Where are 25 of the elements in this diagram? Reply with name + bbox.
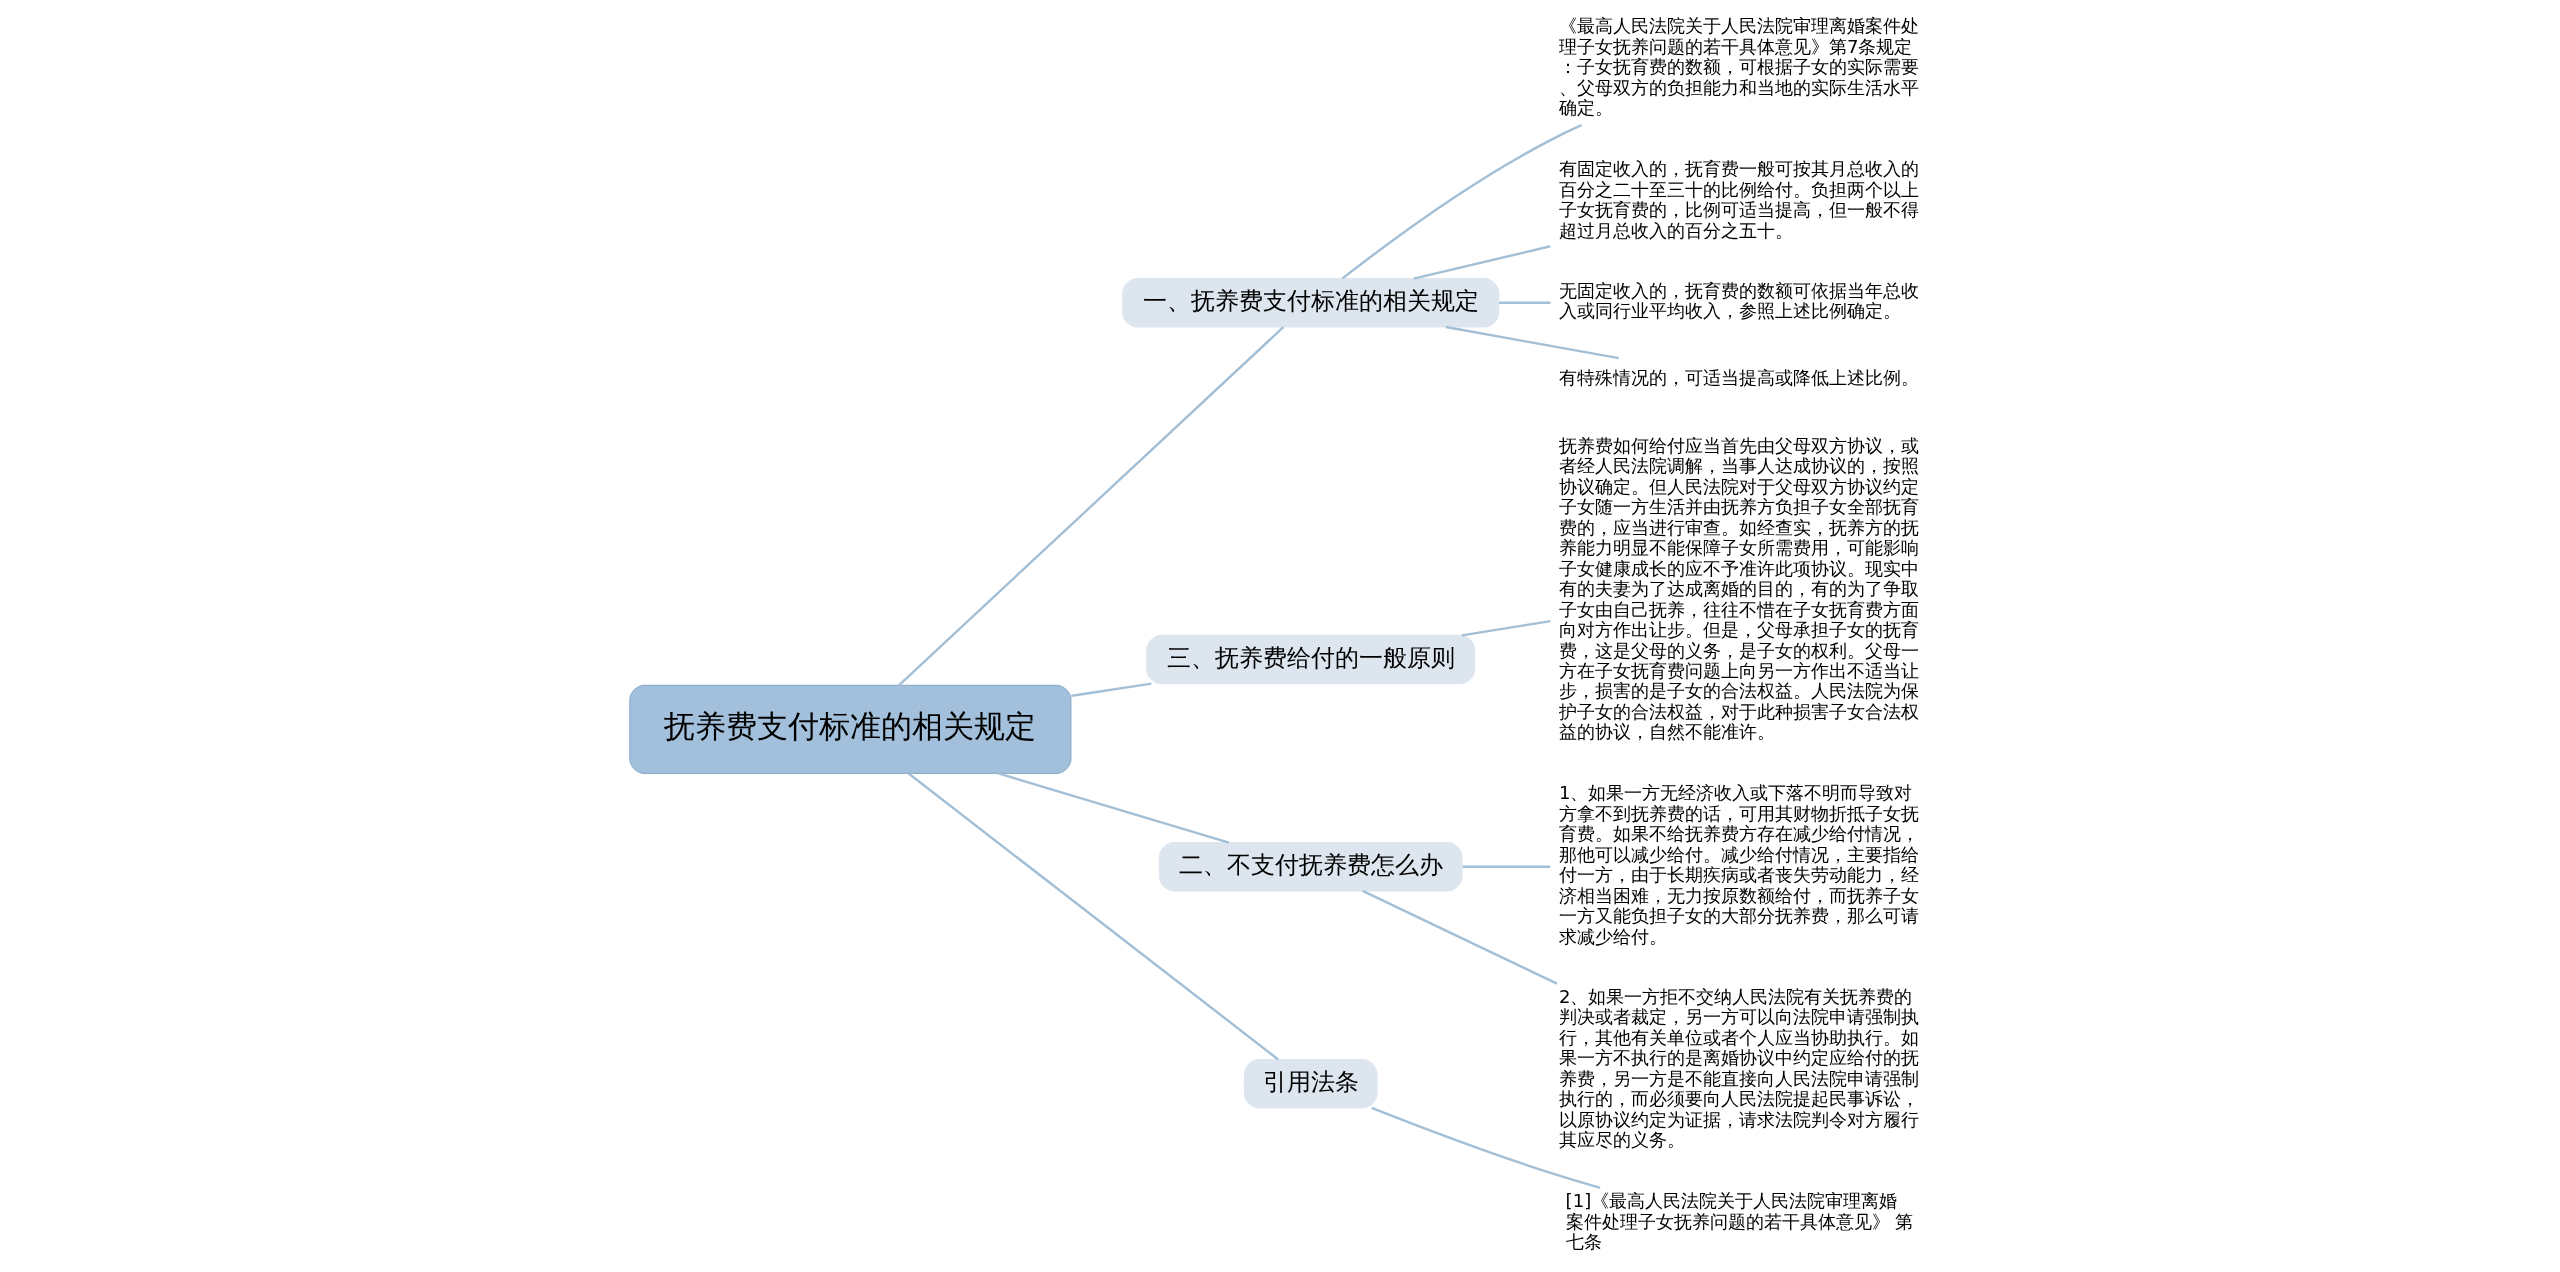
connector [998,772,1230,844]
connector [1461,619,1551,637]
connector [907,772,1279,1061]
node-box: 三、抚养费给付的一般原则 [1146,634,1476,685]
connector [1362,889,1558,985]
node-box: 抚养费支付标准的相关规定 [629,684,1072,774]
node-box: 二、不支付抚养费怎么办 [1158,842,1463,892]
node-text: 有特殊情况的，可适当提高或降低上述比例。 [1558,367,1919,389]
connector [898,326,1285,687]
connector [1413,245,1551,280]
connector [1371,1106,1601,1189]
node-text: 抚养费如何给付应当首先由父母双方协议，或者经人民法院调解，当事人达成协议的，按照协议确定。但人民法院对于父母双方协议约定子女随一方生活并由抚养方负担子女全部抚育费的，应当进行审查。如经查实，抚养方的抚养能力明显不能保障子女所需费用，可能影响子女健康成长的应不予准许此项协议。现实中有的夫妻为了达成离婚的目的，有的为了争取子女由自己抚养，往往不惜在子女抚育费方面向对方作出让步。但是，父母承担子女的抚育费，这是父母的义务，是子女的权利。父母一方在子女抚育费问题上向另一方作出不适当让步，损害的是子女的合法权益。人民法院为保护子女的合法权益，对于此种损害子女合法权益的协议，自然不能准许。 [1558,434,1919,743]
connector [1071,682,1152,698]
node-text: 无固定收入的，抚育费的数额可依据当年总收入或同行业平均收入，参照上述比例确定。 [1558,279,1919,322]
connector [1462,865,1551,868]
node-text: 1、如果一方无经济收入或下落不明而导致对方拿不到抚养费的话，可用其财物折抵子女抚育费。如果不给抚养费方存在减少给付情况，那他可以减少给付。减少给付情况，主要指给付一方，由于长期疾病或者丧失劳动能力，经济相当困难，无力按原数额给付，而抚养子女一方又能负担子女的大部分抚养费，那么可请求减少给付。 [1558,782,1919,947]
connector [1499,301,1551,304]
node-box: 一、抚养费支付标准的相关规定 [1122,278,1500,328]
node-text: [1]《最高人民法院关于人民法院审理离婚案件处理子女抚养问题的若干具体意见》 第七条 [1565,1190,1914,1253]
node-box: 引用法条 [1243,1059,1378,1109]
connector [1445,325,1619,360]
node-text: 《最高人民法院关于人民法院审理离婚案件处理子女抚养问题的若干具体意见》第7条规定：子女抚育费的数额，可根据子女的实际需要、父母双方的负担能力和当地的实际生活水平确定。 [1558,15,1919,119]
node-text: 有固定收入的，抚育费一般可按其月总收入的百分之二十至三十的比例给付。负担两个以上子女抚育费的，比例可适当提高，但一般不得超过月总收入的百分之五十。 [1558,158,1919,241]
node-text: 2、如果一方拒不交纳人民法院有关抚养费的判决或者裁定，另一方可以向法院申请强制执行，其他有关单位或者个人应当协助执行。如果一方不执行的是离婚协议中约定应给付的抚养费，另一方是不能直接向人民法院申请强制执行的，而必须要向人民法院提起民事诉讼，以原协议约定为证据，请求法院判令对方履行其应尽的义务。 [1558,985,1919,1151]
connector [1341,124,1582,280]
